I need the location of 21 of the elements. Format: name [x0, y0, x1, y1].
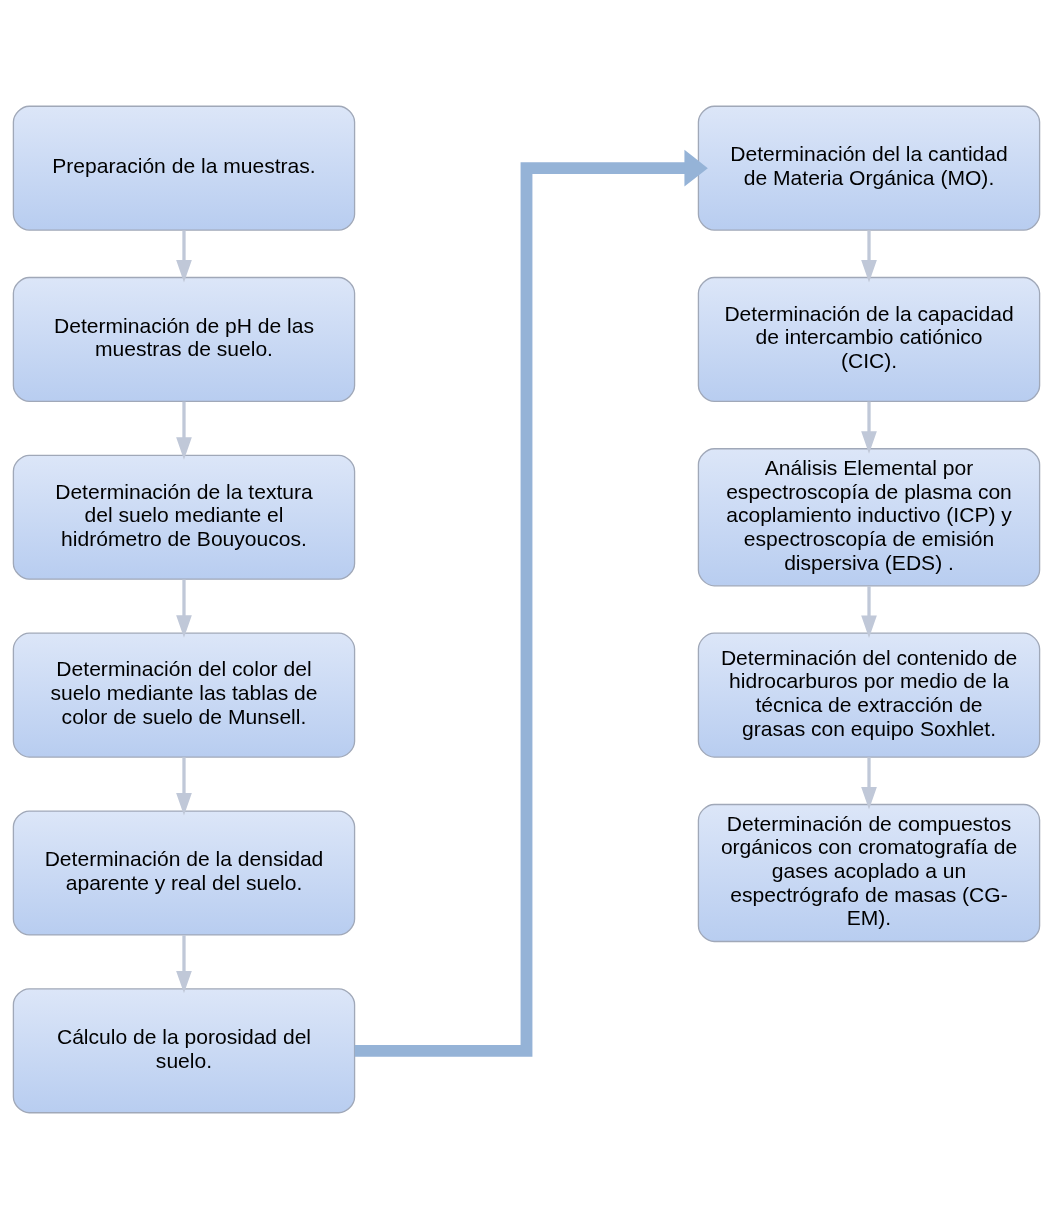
- arrow: [176, 934, 192, 993]
- arrow: [176, 756, 192, 815]
- node-box: Preparación de la muestras.: [12, 105, 356, 231]
- node-box: Determinación del color del suelo mediante las tablas de color de suelo de Munsell.: [12, 632, 356, 758]
- arrow: [176, 401, 192, 460]
- node-box: Cálculo de la porosidad del suelo.: [12, 987, 356, 1113]
- node-box: Determinación de pH de las muestras de suelo.: [12, 276, 356, 402]
- node-box: Determinación de la densidad aparente y real del suelo.: [12, 809, 356, 936]
- node-box: Determinación del contenido de hidrocarburos por medio de la técnica de extracción de grasas con equipo Soxhlet.: [697, 632, 1041, 758]
- node-box: Análisis Elemental por espectroscopía de plasma con acoplamiento inductivo (ICP) y espectroscopía de emisión dispersiva (EDS) .: [697, 447, 1041, 586]
- arrow: [176, 579, 192, 638]
- arrow: [861, 230, 877, 282]
- node-box: Determinación del la cantidad de Materia Orgánica (MO).: [697, 105, 1041, 231]
- node-box: Determinación de compuestos orgánicos con cromatografía de gases acoplado a un espectrógrafo de masas (CG-EM).: [697, 803, 1041, 942]
- node-box: Determinación de la capacidad de intercambio catiónico (CIC).: [697, 276, 1041, 402]
- node-box: Determinación de la textura del suelo mediante el hidrómetro de Bouyoucos.: [12, 454, 356, 580]
- arrow: [861, 401, 877, 454]
- arrow: [861, 585, 877, 638]
- arrow: [861, 756, 877, 809]
- arrow: [176, 230, 192, 282]
- arrow: [354, 149, 708, 1057]
